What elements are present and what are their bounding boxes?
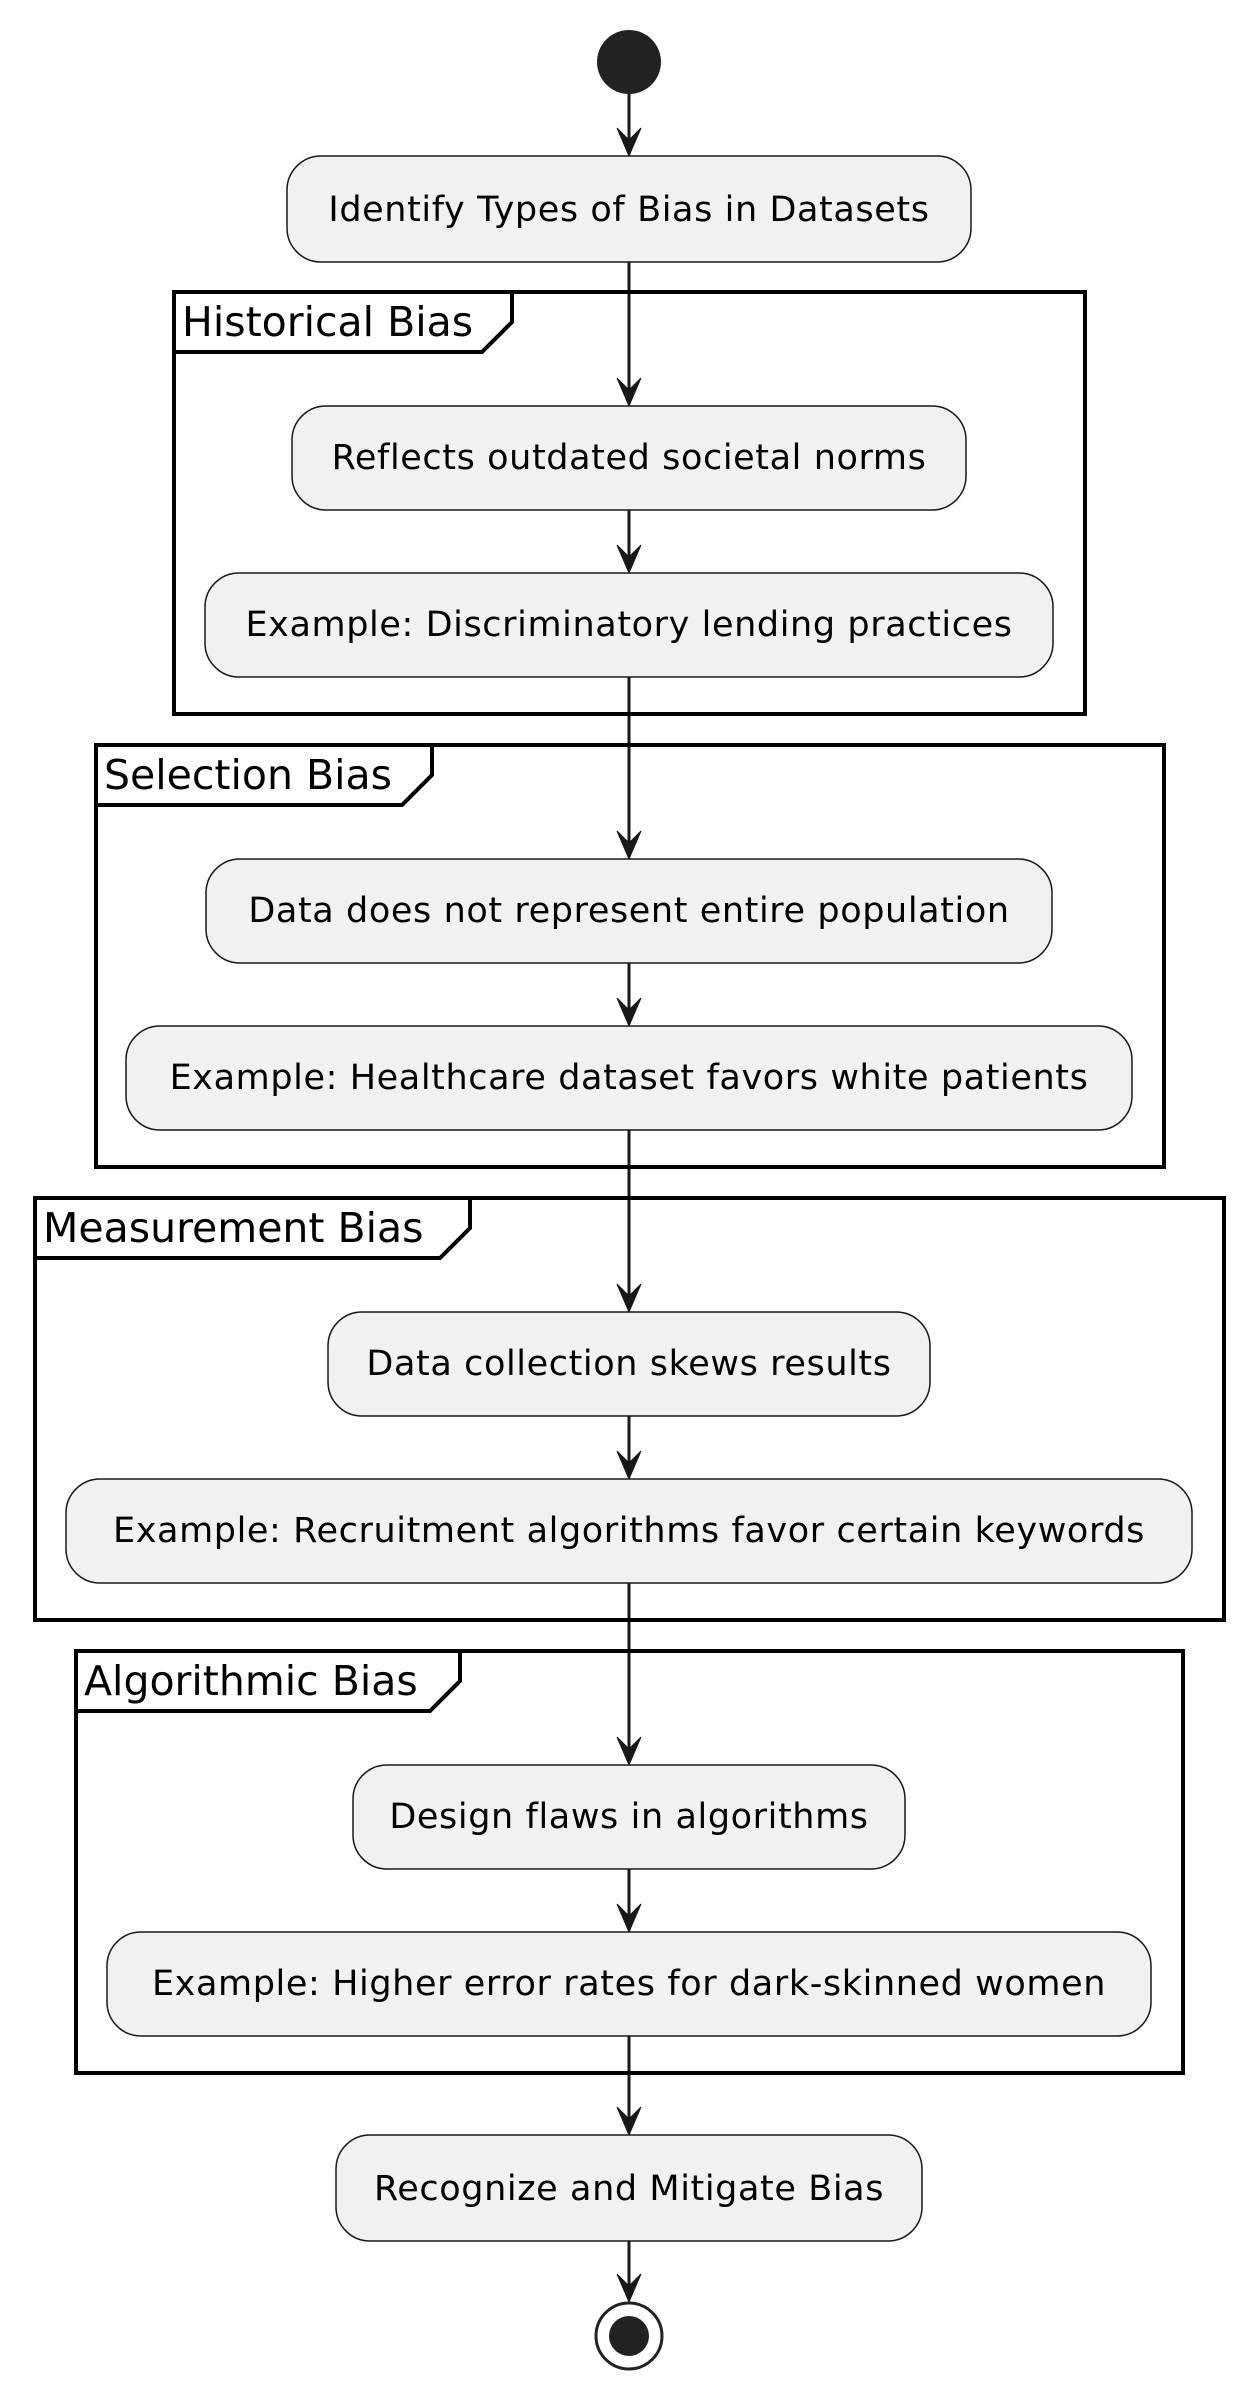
arrow-head-icon <box>616 1736 642 1767</box>
end-node <box>594 2301 664 2371</box>
activity-node-measurement-2: Example: Recruitment algorithms favor ce… <box>65 1478 1193 1584</box>
arrow-head-icon <box>616 1450 642 1481</box>
group-tab <box>172 290 514 354</box>
group-tab <box>94 743 434 807</box>
arrow-head-icon <box>616 377 642 408</box>
node-label: Example: Higher error rates for dark-ski… <box>152 1964 1106 2004</box>
activity-node-historical-1: Reflects outdated societal norms <box>291 405 967 511</box>
activity-node-measurement-1: Data collection skews results <box>327 1311 931 1417</box>
group-title: Measurement Bias <box>43 1204 424 1252</box>
group-frame <box>74 1649 1185 2075</box>
start-node <box>597 30 661 94</box>
arrow-head-icon <box>616 1903 642 1934</box>
node-label: Example: Healthcare dataset favors white… <box>170 1058 1089 1098</box>
group-title: Historical Bias <box>182 298 473 346</box>
node-label: Recognize and Mitigate Bias <box>374 2169 884 2209</box>
node-label: Example: Discriminatory lending practice… <box>245 605 1012 645</box>
activity-node-selection-2: Example: Healthcare dataset favors white… <box>125 1025 1133 1131</box>
activity-node-selection-1: Data does not represent entire populatio… <box>205 858 1053 964</box>
activity-node-historical-2: Example: Discriminatory lending practice… <box>204 572 1054 678</box>
group-title: Selection Bias <box>104 751 392 799</box>
arrow-head-icon <box>616 2273 642 2304</box>
activity-node-recognize: Recognize and Mitigate Bias <box>335 2134 923 2242</box>
group-algorithmic-bias: Algorithmic Bias Design flaws in algorit… <box>74 1649 1185 2075</box>
node-label: Design flaws in algorithms <box>389 1797 868 1837</box>
node-label: Data collection skews results <box>366 1344 891 1384</box>
group-frame <box>94 743 1166 1169</box>
node-label: Reflects outdated societal norms <box>332 438 927 478</box>
arrow-head-icon <box>616 1283 642 1314</box>
arrow-head-icon <box>616 830 642 861</box>
activity-node-algorithmic-2: Example: Higher error rates for dark-ski… <box>106 1931 1152 2037</box>
group-measurement-bias: Measurement Bias Data collection skews r… <box>33 1196 1226 1622</box>
arrow-head-icon <box>616 127 642 158</box>
arrow-head-icon <box>616 997 642 1028</box>
group-title: Algorithmic Bias <box>84 1657 418 1705</box>
node-label: Identify Types of Bias in Datasets <box>328 190 929 230</box>
activity-node-algorithmic-1: Design flaws in algorithms <box>352 1764 906 1870</box>
node-label: Data does not represent entire populatio… <box>248 891 1009 931</box>
arrow-head-icon <box>616 544 642 575</box>
node-label: Example: Recruitment algorithms favor ce… <box>113 1511 1145 1551</box>
group-tab <box>74 1649 462 1713</box>
activity-node-identify: Identify Types of Bias in Datasets <box>286 155 972 263</box>
edges <box>616 94 642 2304</box>
group-selection-bias: Selection Bias Data does not represent e… <box>94 743 1166 1169</box>
group-frame <box>33 1196 1226 1622</box>
group-tab <box>33 1196 472 1260</box>
group-frame <box>172 290 1087 716</box>
arrow-head-icon <box>616 2106 642 2137</box>
group-historical-bias: Historical Bias Reflects outdated societ… <box>172 290 1087 716</box>
